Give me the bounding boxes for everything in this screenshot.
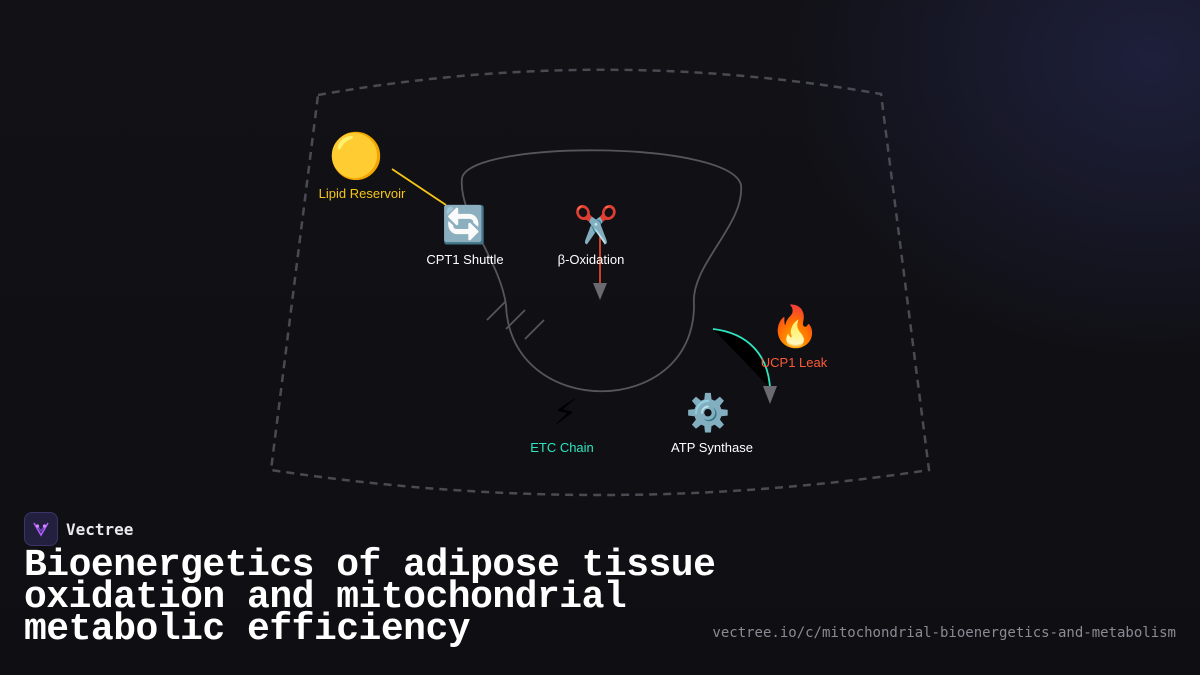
beta-oxidation-arrowhead [593, 283, 607, 300]
fire-icon: 🔥 [770, 303, 820, 350]
etc-chain-label: ETC Chain [530, 440, 594, 455]
node-atp-synthase[interactable]: ⚙️ ATP Synthase [671, 392, 753, 455]
beta-oxidation-label: β-Oxidation [558, 252, 625, 267]
lipid-to-cpt1-link [391, 168, 447, 206]
page-title: Bioenergetics of adipose tissue oxidatio… [24, 544, 716, 651]
node-etc-chain[interactable]: ⚡ ETC Chain [530, 393, 594, 455]
leak-arrowhead [763, 386, 777, 404]
ucp1-leak-label: UCP1 Leak [761, 355, 828, 370]
lightning-icon: ⚡ [552, 393, 577, 434]
gear-icon: ⚙️ [686, 392, 731, 434]
vectree-logo-icon [24, 512, 58, 546]
node-cpt1-shuttle[interactable]: 🔄 CPT1 Shuttle [426, 204, 503, 267]
outer-membrane [269, 68, 931, 497]
leak-curve [712, 328, 771, 389]
cristae-marks [486, 300, 545, 340]
atp-synthase-label: ATP Synthase [671, 440, 753, 455]
lipid-reservoir-label: Lipid Reservoir [319, 186, 406, 201]
lipid-droplet-icon: 🟡 [329, 131, 384, 182]
brand[interactable]: Vectree [24, 512, 133, 546]
leak-wedge [713, 329, 770, 388]
source-url[interactable]: vectree.io/c/mitochondrial-bioenergetics… [712, 625, 1176, 641]
cpt1-shuttle-label: CPT1 Shuttle [426, 252, 503, 267]
node-beta-oxidation[interactable]: ✂️ β-Oxidation [558, 203, 625, 267]
node-lipid-reservoir[interactable]: 🟡 Lipid Reservoir [319, 131, 406, 201]
inner-membrane [460, 149, 742, 392]
cycle-arrows-icon: 🔄 [442, 204, 487, 246]
brand-name: Vectree [66, 519, 134, 539]
scissors-icon: ✂️ [574, 203, 619, 246]
node-ucp1-leak[interactable]: 🔥 UCP1 Leak [761, 303, 828, 370]
